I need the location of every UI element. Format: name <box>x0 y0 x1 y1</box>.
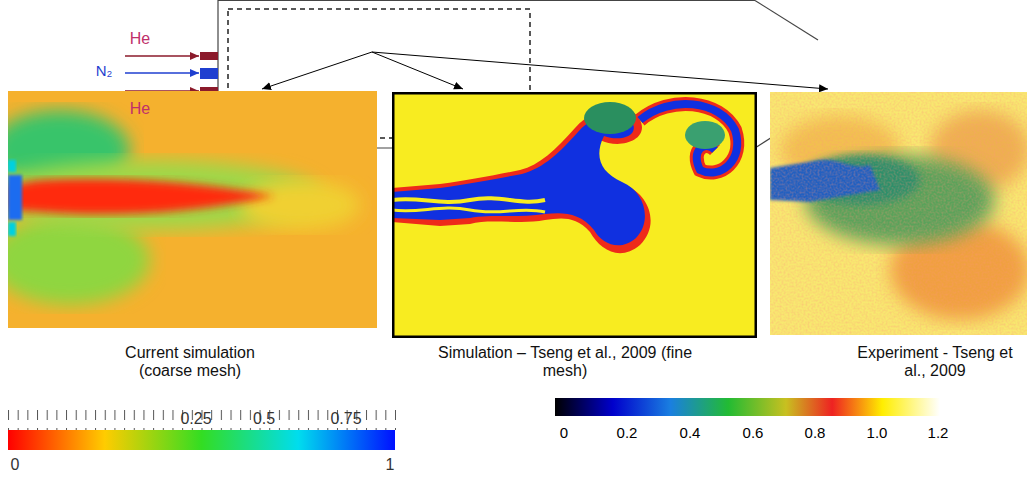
tick-label: 0.75 <box>330 410 361 428</box>
coarse-simulation-field <box>8 91 377 328</box>
tick-label: 1 <box>386 456 395 474</box>
tick-label: 0.4 <box>680 424 701 441</box>
tick-label: 0.2 <box>617 424 638 441</box>
gas-label: He <box>130 30 150 48</box>
tick-label: 0 <box>560 424 568 441</box>
colorbar <box>8 430 395 450</box>
colorbar-ticks <box>8 410 396 430</box>
inlets <box>125 52 218 95</box>
tick-label: 1.2 <box>928 424 949 441</box>
leader-arrows <box>262 52 828 89</box>
tick-label: 1.0 <box>867 424 888 441</box>
panel-caption: Simulation – Tseng et al., 2009 (fine me… <box>435 344 695 381</box>
tick-label: 0.8 <box>805 424 826 441</box>
panel-caption: Experiment - Tseng et al., 2009 <box>850 344 1020 381</box>
gas-label: N₂ <box>96 62 113 79</box>
tick-label: 0.25 <box>180 410 211 428</box>
experiment-field <box>770 92 1027 335</box>
tick-label: 0 <box>11 456 20 474</box>
fine-simulation-field <box>392 92 757 338</box>
tick-label: 0.5 <box>253 410 275 428</box>
gas-label: He <box>130 100 150 118</box>
colorbar <box>555 398 940 416</box>
tick-label: 0.6 <box>743 424 764 441</box>
panel-caption: Current simulation (coarse mesh) <box>100 344 280 381</box>
